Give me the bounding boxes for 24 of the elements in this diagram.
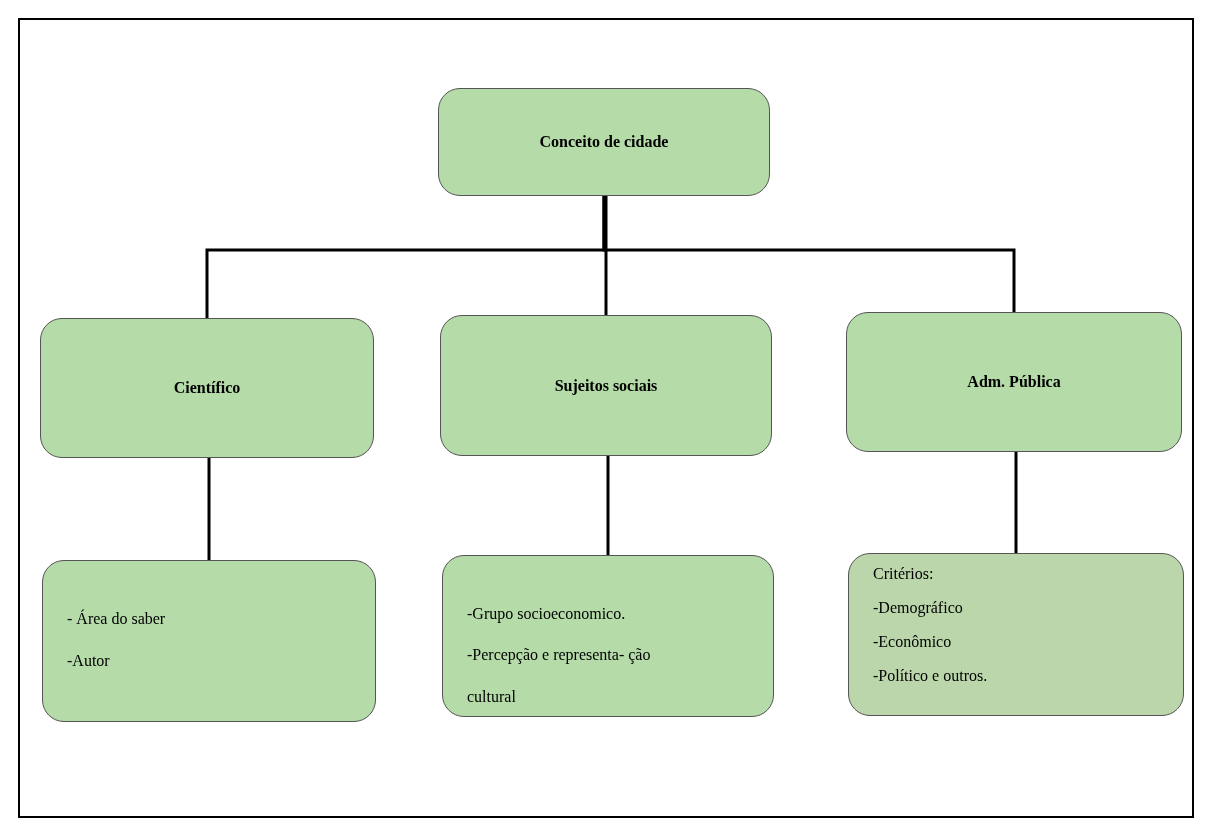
category-box [438, 88, 770, 196]
list-item: -Demográfico [873, 598, 963, 618]
connector-line [207, 458, 211, 560]
box-title: Científico [173, 379, 241, 397]
list-item: -Percepção e representa- ção cultural [467, 645, 652, 707]
box-title: Adm. Pública [967, 373, 1061, 391]
connector-line [602, 196, 1016, 312]
box-title: Conceito de cidade [539, 133, 669, 151]
connector-line [604, 196, 608, 315]
connector-line [606, 456, 610, 555]
detail-box [848, 553, 1184, 716]
list-item: -Político e outros. [873, 666, 988, 686]
list-item: - Área do saber [67, 609, 166, 629]
list-item: -Grupo socioeconomico. [467, 604, 626, 624]
category-box [440, 315, 772, 456]
box-title: Sujeitos sociais [554, 376, 658, 395]
list-item: -Econômico [873, 632, 952, 652]
connector-line [1014, 452, 1018, 553]
detail-box [42, 560, 376, 722]
list-item: Critérios: [873, 564, 934, 584]
list-item: -Autor [67, 651, 110, 671]
category-box [40, 318, 374, 458]
detail-box [442, 555, 774, 717]
category-box [846, 312, 1182, 452]
